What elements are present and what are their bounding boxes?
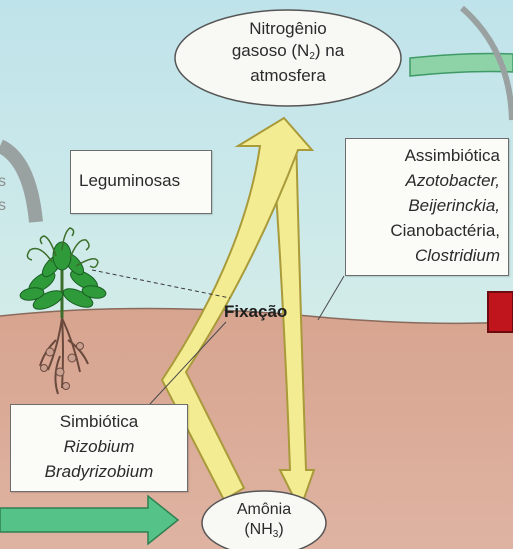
- atmosphere-label: Nitrogênio gasoso (N2) na atmosfera: [200, 18, 376, 87]
- asymbiotic-item-clostridium: Clostridium: [346, 243, 500, 268]
- symbiotic-item-bradyrizobium: Bradyrizobium: [11, 459, 187, 484]
- machine-part: [488, 292, 513, 332]
- atmosphere-line2: gasoso (N2) na: [200, 40, 376, 65]
- cut-text-left-2: s: [0, 197, 6, 214]
- cut-text-left: s: [0, 173, 6, 190]
- symbiotic-box: Simbiótica Rizobium Bradyrizobium: [10, 404, 188, 492]
- symbiotic-item-rizobium: Rizobium: [11, 434, 187, 459]
- asymbiotic-item-azotobacter: Azotobacter,: [346, 168, 500, 193]
- atmosphere-line3: atmosfera: [200, 65, 376, 87]
- asymbiotic-item-cianobacteria: Cianobactéria,: [346, 218, 500, 243]
- legumes-box: Leguminosas: [70, 150, 212, 214]
- legumes-label: Leguminosas: [79, 171, 180, 191]
- asymbiotic-title: Assimbiótica: [346, 143, 500, 168]
- fixation-label: Fixação: [224, 302, 287, 322]
- asymbiotic-box: Assimbiótica Azotobacter, Beijerinckia, …: [345, 138, 509, 276]
- atmosphere-line1: Nitrogênio: [200, 18, 376, 40]
- ammonia-line2: (NH3): [214, 520, 314, 542]
- symbiotic-text: Simbiótica Rizobium Bradyrizobium: [11, 409, 187, 484]
- asymbiotic-item-beijerinckia: Beijerinckia,: [346, 193, 500, 218]
- asymbiotic-text: Assimbiótica Azotobacter, Beijerinckia, …: [346, 143, 506, 268]
- ammonia-line1: Amônia: [214, 500, 314, 520]
- symbiotic-title: Simbiótica: [11, 409, 187, 434]
- ammonia-label: Amônia (NH3): [214, 500, 314, 542]
